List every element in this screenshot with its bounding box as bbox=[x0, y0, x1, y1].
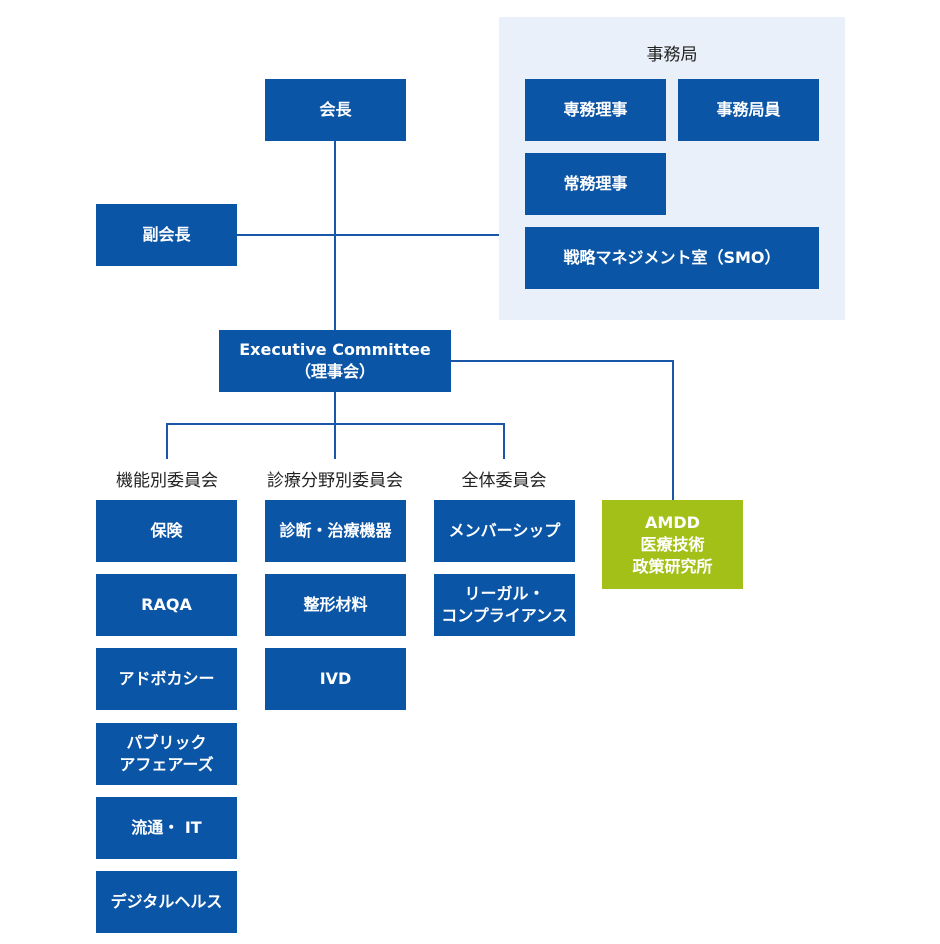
committee-label: 保険 bbox=[150, 521, 183, 540]
connector-functional-drop bbox=[166, 423, 168, 459]
executive-committee-box: Executive Committee （理事会） bbox=[219, 330, 451, 392]
committee-advocacy-box: アドボカシー bbox=[96, 648, 237, 710]
committee-digital-health-box: デジタルヘルス bbox=[96, 871, 237, 933]
committee-orthopedic-materials-box: 整形材料 bbox=[265, 574, 406, 636]
committee-label: IVD bbox=[319, 669, 352, 688]
committee-label: RAQA bbox=[141, 595, 192, 614]
committee-membership-box: メンバーシップ bbox=[434, 500, 575, 562]
committee-label: メンバーシップ bbox=[448, 521, 561, 540]
smo-label: 戦略マネジメント室（SMO） bbox=[563, 248, 781, 267]
committee-label: 診断・治療機器 bbox=[279, 521, 392, 540]
connector-clinical-drop bbox=[334, 423, 336, 459]
functional-committees-heading: 機能別委員会 bbox=[116, 471, 218, 491]
connector-vice-secretariat bbox=[237, 234, 499, 236]
connector-chairman-executive bbox=[334, 141, 336, 331]
managing-director-box: 専務理事 bbox=[525, 79, 666, 141]
vice-chairman-box: 副会長 bbox=[96, 204, 237, 266]
general-committees-heading: 全体委員会 bbox=[461, 471, 547, 491]
executive-director-label: 常務理事 bbox=[563, 174, 628, 193]
committee-label: 流通・ IT bbox=[131, 818, 202, 837]
committee-label: アドボカシー bbox=[118, 669, 215, 688]
smo-box: 戦略マネジメント室（SMO） bbox=[525, 227, 819, 289]
secretariat-staff-label: 事務局員 bbox=[716, 100, 781, 119]
committee-label: リーガル・ コンプライアンス bbox=[441, 584, 568, 625]
managing-director-label: 専務理事 bbox=[563, 100, 628, 119]
committee-insurance-box: 保険 bbox=[96, 500, 237, 562]
committee-ivd-box: IVD bbox=[265, 648, 406, 710]
connector-executive-amdd-vertical bbox=[672, 360, 674, 500]
secretariat-staff-box: 事務局員 bbox=[678, 79, 819, 141]
committee-legal-compliance-box: リーガル・ コンプライアンス bbox=[434, 574, 575, 636]
connector-general-drop bbox=[503, 423, 505, 459]
committee-diagnostic-devices-box: 診断・治療機器 bbox=[265, 500, 406, 562]
committee-distribution-it-box: 流通・ IT bbox=[96, 797, 237, 859]
amdd-institute-label: AMDD 医療技術 政策研究所 bbox=[632, 512, 713, 576]
committee-raqa-box: RAQA bbox=[96, 574, 237, 636]
vice-chairman-label: 副会長 bbox=[142, 225, 191, 244]
executive-director-box: 常務理事 bbox=[525, 153, 666, 215]
committee-label: デジタルヘルス bbox=[110, 892, 223, 911]
committee-label: 整形材料 bbox=[303, 595, 368, 614]
clinical-committees-heading: 診療分野別委員会 bbox=[267, 471, 403, 491]
committee-label: パブリック アフェアーズ bbox=[119, 733, 214, 774]
secretariat-title: 事務局 bbox=[646, 45, 698, 65]
chairman-label: 会長 bbox=[319, 100, 352, 119]
connector-executive-amdd-horizontal bbox=[451, 360, 674, 362]
chairman-box: 会長 bbox=[265, 79, 406, 141]
committee-public-affairs-box: パブリック アフェアーズ bbox=[96, 723, 237, 785]
connector-executive-down bbox=[334, 391, 336, 424]
executive-committee-label: Executive Committee （理事会） bbox=[239, 340, 431, 381]
amdd-institute-box: AMDD 医療技術 政策研究所 bbox=[602, 500, 743, 589]
